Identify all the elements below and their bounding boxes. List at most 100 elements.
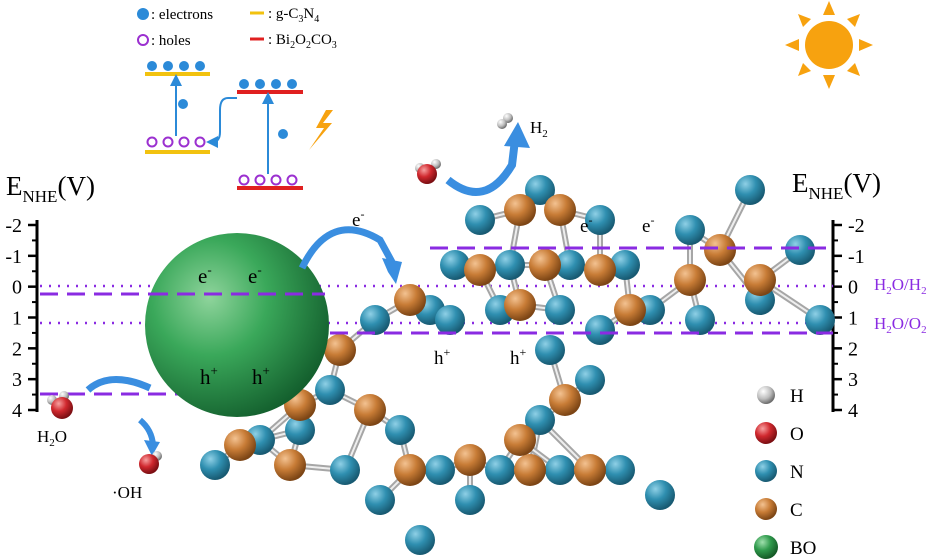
nitrogen-atom bbox=[585, 205, 615, 235]
carbon-atom bbox=[394, 284, 426, 316]
gcn-network bbox=[200, 175, 835, 555]
hole-label-3: h+ bbox=[434, 345, 451, 369]
bi2o2co3-particle bbox=[145, 233, 329, 417]
electron-label-1: e- bbox=[198, 262, 212, 288]
carbon-atom bbox=[529, 249, 561, 281]
h2-evolution-arrow bbox=[445, 139, 519, 196]
carbon-atom bbox=[549, 384, 581, 416]
left-tick-label: 4 bbox=[12, 400, 22, 422]
right-tick-label: 4 bbox=[848, 400, 858, 422]
carbon-atom bbox=[274, 449, 306, 481]
carbon-atom bbox=[324, 334, 356, 366]
atom-legend-bo-icon bbox=[754, 535, 778, 559]
nitrogen-atom bbox=[555, 250, 585, 280]
atom-legend-bo-label: BO bbox=[790, 538, 816, 559]
right-tick-label: -2 bbox=[848, 215, 865, 237]
carbon-atom bbox=[504, 289, 536, 321]
nitrogen-atom bbox=[495, 250, 525, 280]
nitrogen-atom bbox=[200, 450, 230, 480]
nitrogen-atom bbox=[485, 455, 515, 485]
carbon-atom bbox=[514, 454, 546, 486]
oxidation-arrow bbox=[85, 376, 152, 393]
nitrogen-atom bbox=[435, 305, 465, 335]
electron-label-3: e- bbox=[352, 207, 364, 231]
atom-legend-n-label: N bbox=[790, 462, 804, 483]
atom-legend-c-label: C bbox=[790, 500, 803, 521]
hydroxyl-arrowhead bbox=[144, 440, 160, 456]
nitrogen-atom bbox=[685, 305, 715, 335]
nitrogen-atom bbox=[735, 175, 765, 205]
carbon-atom bbox=[224, 429, 256, 461]
nitrogen-atom bbox=[675, 215, 705, 245]
carbon-atom bbox=[454, 444, 486, 476]
band-legend: : electrons : holes : g-C3N4 : Bi2O2CO3 bbox=[137, 6, 337, 51]
hydroxyl-label: ·OH bbox=[112, 483, 142, 502]
nitrogen-atom bbox=[545, 455, 575, 485]
nitrogen-atom bbox=[465, 205, 495, 235]
carbon-atom bbox=[504, 194, 536, 226]
o2-redox-label: H2O/O2 bbox=[874, 314, 927, 336]
right-tick-label: 2 bbox=[848, 338, 858, 360]
bi-electrons bbox=[239, 79, 297, 89]
electron-label-5: e- bbox=[642, 213, 654, 237]
carbon-atom bbox=[674, 264, 706, 296]
electron-transfer-arrow bbox=[206, 97, 237, 148]
nitrogen-atom bbox=[330, 455, 360, 485]
left-tick-label: 0 bbox=[12, 277, 22, 299]
h2-label: H2 bbox=[530, 118, 548, 140]
nitrogen-atom bbox=[645, 480, 675, 510]
nitrogen-atom bbox=[805, 305, 835, 335]
carbon-atom bbox=[704, 234, 736, 266]
atom-legend-o-icon bbox=[755, 422, 777, 444]
carbon-atom bbox=[504, 424, 536, 456]
right-tick-label: 3 bbox=[848, 369, 858, 391]
nitrogen-atom bbox=[385, 415, 415, 445]
h2-evolution-arrowhead bbox=[504, 122, 530, 148]
left-tick-label: -1 bbox=[5, 246, 22, 268]
electron-label-4: e- bbox=[580, 213, 592, 237]
electron-legend-icon bbox=[137, 8, 149, 20]
electron-migration-arrow bbox=[298, 226, 396, 270]
h2-redox-label: H2O/H2 bbox=[874, 275, 927, 297]
gcn-excited-electron bbox=[178, 99, 188, 109]
gcn-legend-label: : g-C3N4 bbox=[268, 6, 319, 25]
atom-legend-n-icon bbox=[755, 460, 777, 482]
bi-holes bbox=[238, 174, 298, 186]
carbon-atom bbox=[354, 394, 386, 426]
hole-legend-icon bbox=[137, 34, 149, 46]
band-diagram bbox=[145, 61, 333, 190]
nitrogen-atom bbox=[535, 335, 565, 365]
right-tick-label: 1 bbox=[848, 308, 858, 330]
carbon-atom bbox=[744, 264, 776, 296]
nitrogen-atom bbox=[545, 295, 575, 325]
left-tick-label: 3 bbox=[12, 369, 22, 391]
right-tick-label: 0 bbox=[848, 277, 858, 299]
water-label: H2O bbox=[37, 427, 67, 449]
carbon-atom bbox=[614, 294, 646, 326]
bi-legend-label: : Bi2O2CO3 bbox=[268, 32, 337, 51]
hydroxyl-molecule bbox=[139, 451, 162, 474]
water-molecule-top bbox=[415, 159, 441, 184]
nitrogen-atom bbox=[285, 415, 315, 445]
water-molecule-left bbox=[47, 391, 73, 419]
nitrogen-atom bbox=[525, 405, 555, 435]
carbon-atom bbox=[584, 254, 616, 286]
carbon-atom bbox=[464, 254, 496, 286]
carbon-atom bbox=[394, 454, 426, 486]
nitrogen-atom bbox=[525, 175, 555, 205]
nitrogen-atom bbox=[455, 485, 485, 515]
bi-excited-electron bbox=[278, 129, 288, 139]
electron-label-2: e- bbox=[248, 262, 262, 288]
lightning-icon bbox=[309, 110, 333, 150]
gcn-holes bbox=[146, 136, 206, 148]
hole-label-2: h+ bbox=[252, 363, 270, 389]
atom-legend-c-icon bbox=[755, 498, 777, 520]
left-tick-label: 1 bbox=[12, 308, 22, 330]
left-tick-label: -2 bbox=[5, 215, 22, 237]
